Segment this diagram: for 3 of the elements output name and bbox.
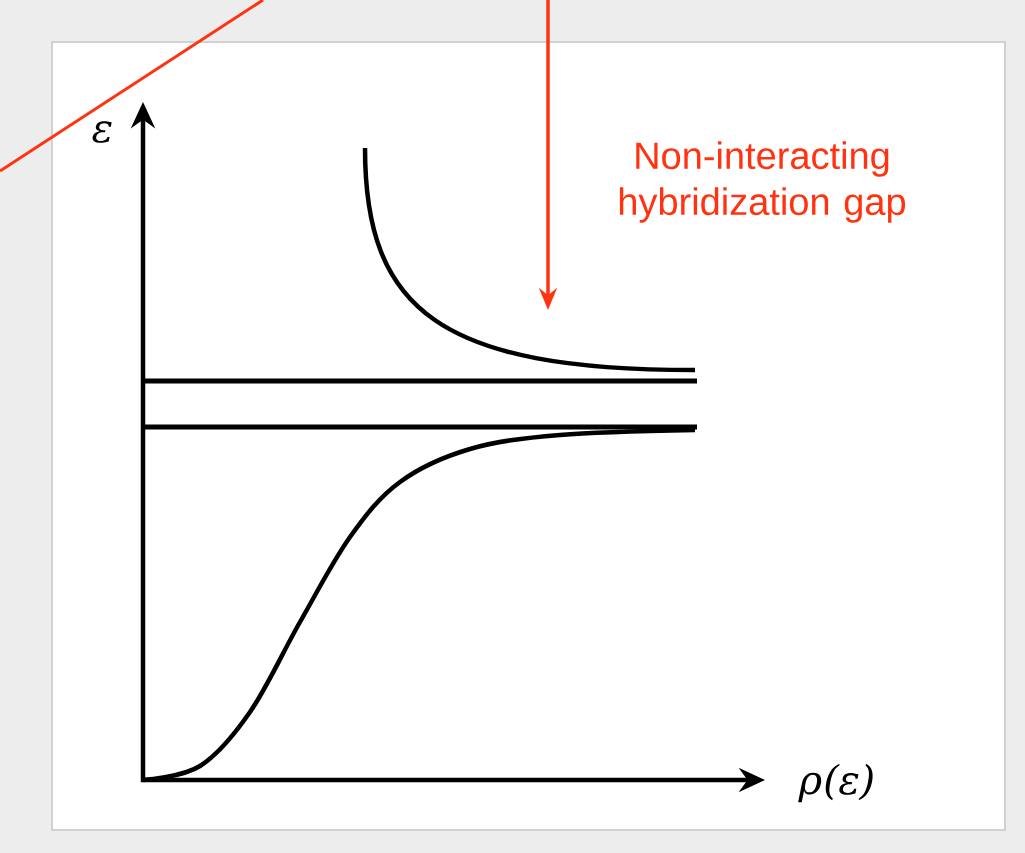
axis-label: ρ(ε) (798, 763, 873, 803)
annotation-text: Non-interacting hybridization gap (619, 141, 906, 223)
axis-label: ε (92, 121, 112, 143)
